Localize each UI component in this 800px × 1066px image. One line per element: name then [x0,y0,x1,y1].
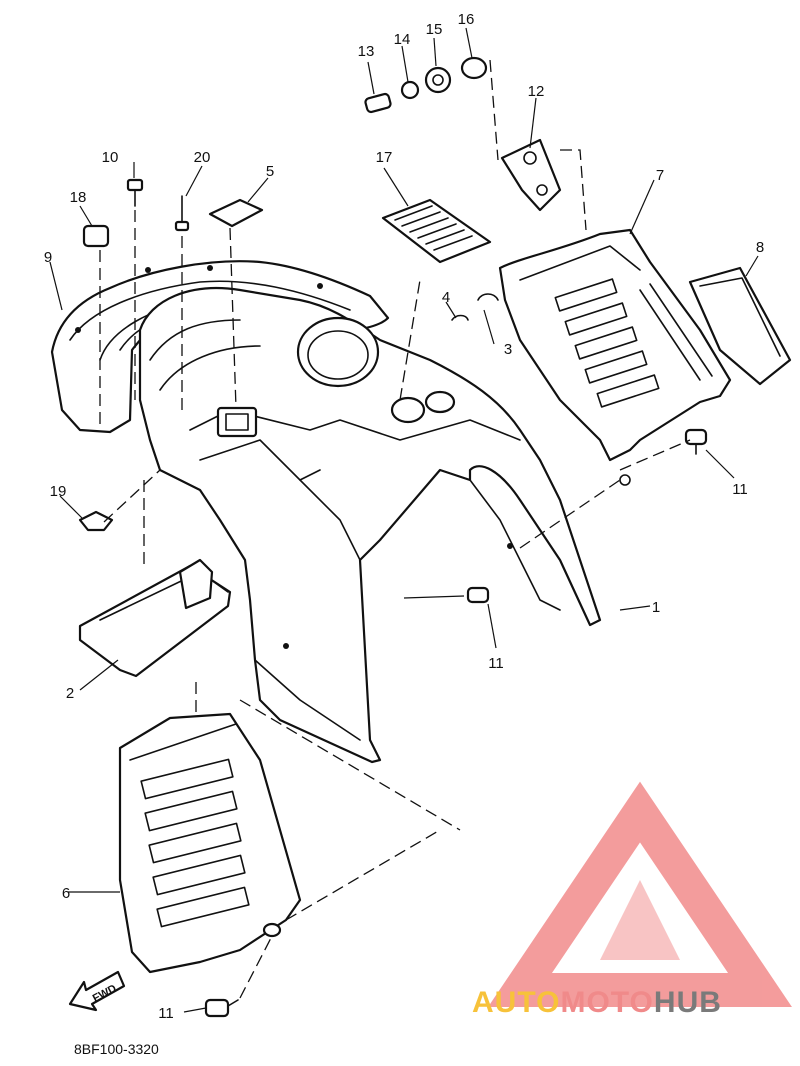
callout-7: 7 [656,167,664,184]
part-20-rivet [174,195,190,232]
callout-11c: 11 [158,1005,174,1022]
callout-14: 14 [394,31,411,48]
callout-3: 3 [504,341,512,358]
callout-18: 18 [70,189,87,206]
callout-4: 4 [442,289,450,306]
drawing-code: 8BF100-3320 [74,1041,159,1057]
part-7-side-cover-right [498,228,732,486]
callout-10: 10 [102,149,119,166]
callout-19: 19 [50,483,67,500]
part-12-bracket [500,138,562,212]
callout-16: 16 [458,11,475,28]
brand-auto: AUTO [472,986,560,1019]
assembly-lines [99,59,691,999]
callout-17: 17 [376,149,393,166]
part-6-side-cover-lower [118,712,302,974]
part-10-screw [126,178,144,207]
part-3-tube [477,293,499,301]
callout-5: 5 [266,163,274,180]
bolt-11-c [204,998,239,1018]
bolt-11-d [262,922,282,938]
callout-11b: 11 [488,655,504,672]
part-8-pad [688,266,792,386]
callouts: 1 2 3 4 5 6 7 8 9 10 11 11 11 11 12 13 1… [44,11,764,1022]
brand-moto: MOTO [560,986,653,1019]
part-6-louvers [140,758,250,928]
callout-15: 15 [426,21,443,38]
part-5-clip [208,198,264,228]
callout-11a: 11 [732,481,748,498]
part-18-plug [82,224,110,248]
part-2-switch-panel [78,558,232,678]
brand-hub: HUB [654,986,722,1019]
callout-9: 9 [44,249,52,266]
callout-8: 8 [756,239,764,256]
part-4-tube [451,314,469,321]
callout-12: 12 [528,83,545,100]
part-17-mat [381,198,492,264]
watermark-brand-text: AUTOMOTOHUB [472,986,722,1019]
part-19-clamp [78,510,114,532]
callout-20: 20 [194,149,211,166]
callout-13: 13 [358,43,375,60]
bolt-11-b [466,586,490,604]
part-1-front-cowl [138,287,602,764]
bolt-11-a [684,428,708,455]
callout-1: 1 [652,599,660,616]
fwd-arrow-icon: FWD [68,970,126,1012]
part-7-louvers [554,278,660,408]
leader-lines [49,27,759,1013]
callout-6: 6 [62,885,70,902]
watermark-logo [488,781,792,1007]
callout-2: 2 [66,685,74,702]
parts-13-16-fasteners [364,56,488,114]
